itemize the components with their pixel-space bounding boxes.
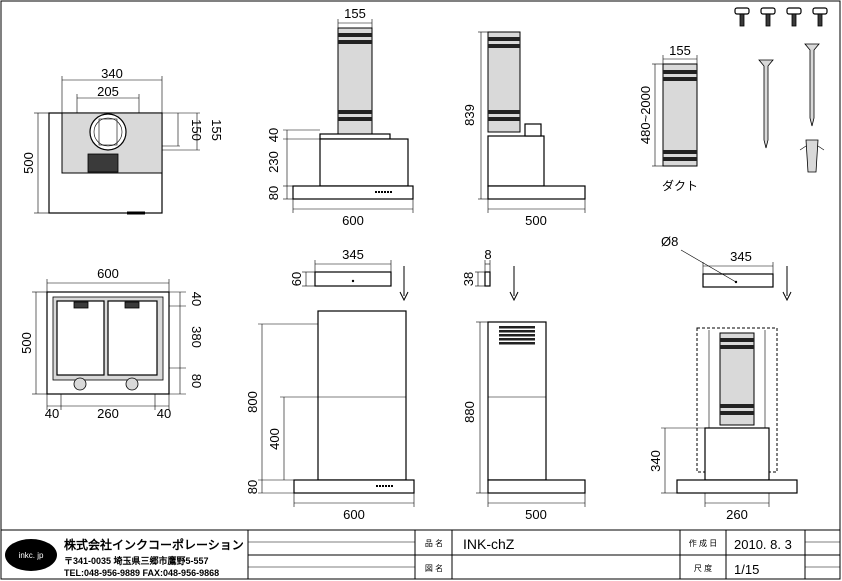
top-view: 340 205 150 155 500 [21,66,224,215]
front-upper-dim-40: 40 [266,128,281,142]
duct-dim-range: 480~2000 [638,86,653,144]
created-date-label: 作 成 日 [689,538,717,548]
side-upper-dim-839: 839 [462,104,477,126]
top-dim-150: 150 [189,119,204,141]
back-view-lower: Ø8 345 340 260 [648,234,798,522]
bottom-dim-40-right: 40 [157,406,171,421]
bottom-dim-500: 500 [19,332,34,354]
top-dim-155: 155 [209,119,224,141]
company-logo-text: inkc. jp [19,551,44,560]
drawing-name-label: 図 名 [425,563,443,573]
product-name-value: INK-chZ [463,536,515,552]
scale-value: 1/15 [734,562,759,577]
front-upper-dim-230: 230 [266,151,281,173]
back-lower-dim-345: 345 [730,249,752,264]
side-upper-dim-500: 500 [525,213,547,228]
bottom-view: 600 500 40 380 80 40 260 40 [19,266,204,421]
duct-label: ダクト [662,178,698,193]
front-upper-dim-155: 155 [344,6,366,21]
back-lower-dim-phi8: Ø8 [661,234,678,249]
vent-grille [499,326,535,345]
front-upper-dim-600: 600 [342,213,364,228]
company-address: 〒341-0035 埼玉県三郷市鷹野5-557 [64,555,209,566]
duct-dim-155: 155 [669,43,691,58]
front-lower-dim-60: 60 [289,272,304,286]
side-view-lower: 8 38 880 500 [461,247,586,522]
front-lower-dim-800: 800 [245,391,260,413]
screw-set [734,7,828,173]
top-dim-205: 205 [97,84,119,99]
side-lower-dim-500: 500 [525,507,547,522]
front-upper-dim-80: 80 [266,186,281,200]
back-lower-dim-260: 260 [726,507,748,522]
pan-head-screw [734,7,828,27]
front-lower-dim-400: 400 [267,428,282,450]
created-date-value: 2010. 8. 3 [734,537,792,552]
bottom-dim-40-left: 40 [45,406,59,421]
front-view-lower: 345 60 800 400 80 600 [245,247,415,522]
side-lower-dim-880: 880 [462,401,477,423]
top-dim-500: 500 [21,152,36,174]
company-contact: TEL:048-956-9889 FAX:048-956-9868 [64,568,219,578]
company-logo [5,539,57,571]
bottom-dim-80: 80 [189,374,204,388]
side-lower-dim-8: 8 [484,247,491,262]
bottom-dim-600: 600 [97,266,119,281]
bottom-dim-380: 380 [189,326,204,348]
side-lower-dim-38: 38 [461,272,476,286]
duct-part: 155 480~2000 ダクト [638,43,698,193]
front-view-upper: 155 40 230 80 600 [266,6,414,228]
back-lower-dim-340: 340 [648,450,663,472]
front-lower-dim-80: 80 [245,480,260,494]
bottom-dim-260: 260 [97,406,119,421]
wall-anchor [799,139,825,173]
product-name-label: 品 名 [425,538,443,548]
bottom-dim-40: 40 [189,292,204,306]
front-lower-dim-600: 600 [343,507,365,522]
wood-screw [758,43,820,149]
scale-label: 尺 度 [694,563,712,573]
front-lower-dim-345: 345 [342,247,364,262]
title-block: inkc. jp 株式会社インクコーポレーション 〒341-0035 埼玉県三郷… [1,529,840,579]
company-name: 株式会社インクコーポレーション [64,537,244,552]
side-view-upper: 839 500 [462,31,586,228]
top-dim-340: 340 [101,66,123,81]
